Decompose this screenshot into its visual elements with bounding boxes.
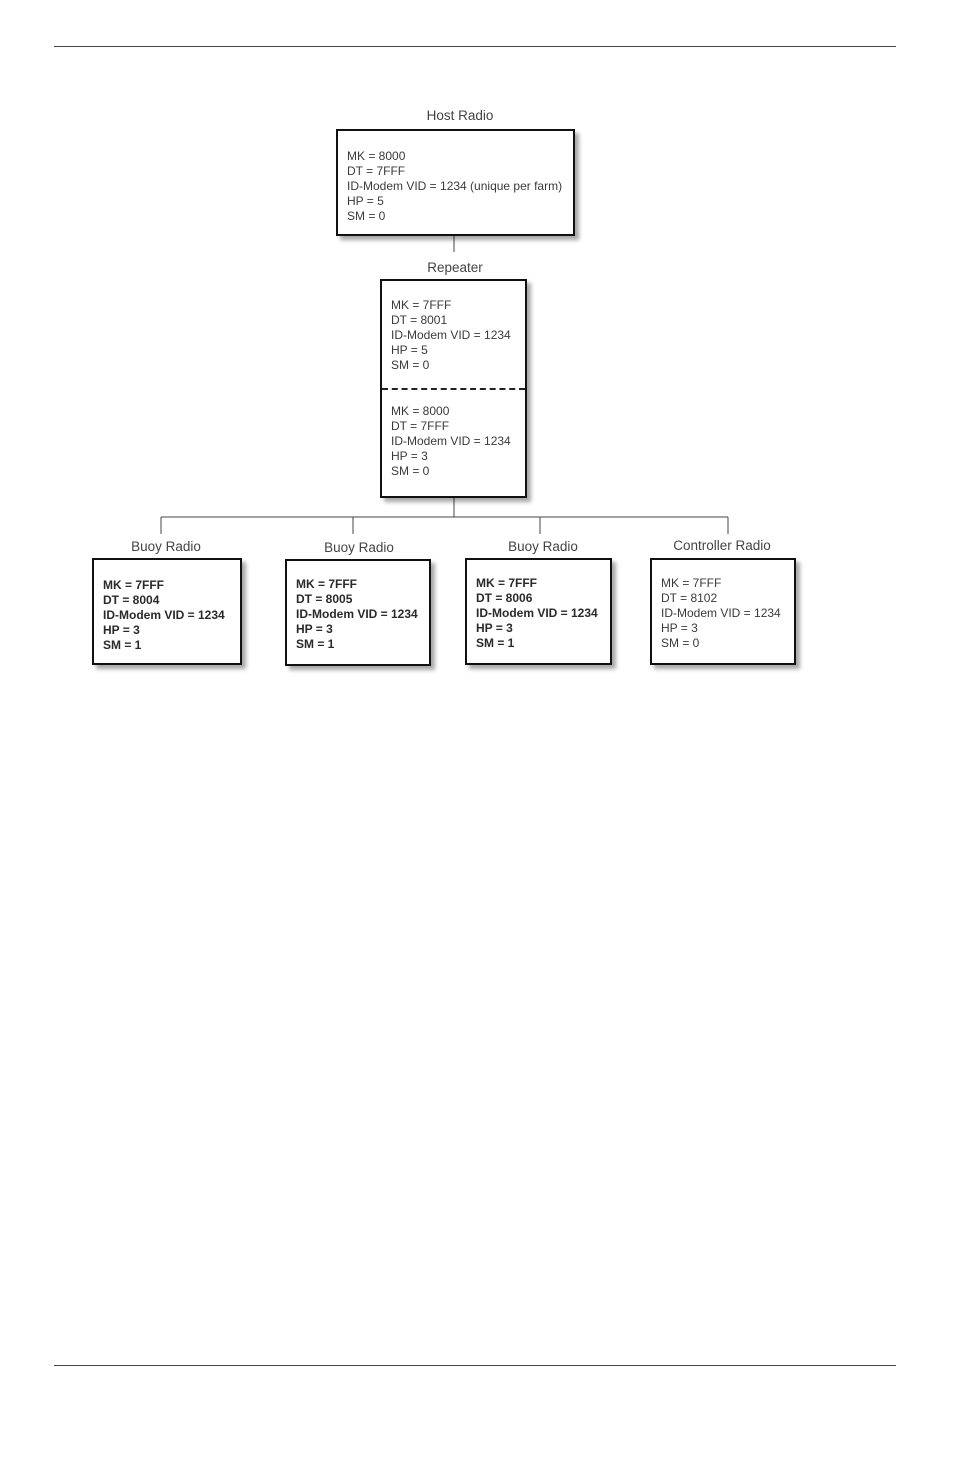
host-hp: HP = 5 [347, 194, 384, 208]
buoy2-box: MK = 7FFF DT = 8005 ID-Modem VID = 1234 … [285, 559, 431, 666]
repeater-upper-sm: SM = 0 [391, 358, 430, 372]
buoy3-vid: ID-Modem VID = 1234 [476, 606, 598, 620]
buoy1-vid: ID-Modem VID = 1234 [103, 608, 225, 622]
buoy2-label: Buoy Radio [324, 540, 394, 555]
buoy3-hp: HP = 3 [476, 621, 513, 635]
buoy2-sm: SM = 1 [296, 637, 335, 651]
repeater-lower-section: MK = 8000 DT = 7FFF ID-Modem VID = 1234 … [382, 390, 525, 479]
repeater-lower-mk: MK = 8000 [391, 404, 450, 418]
buoy1-mk: MK = 7FFF [103, 578, 165, 592]
host-dt: DT = 7FFF [347, 164, 406, 178]
repeater-upper-hp: HP = 5 [391, 343, 428, 357]
controller-label: Controller Radio [673, 538, 771, 553]
repeater-upper-dt: DT = 8001 [391, 313, 448, 327]
repeater-lower-dt: DT = 7FFF [391, 419, 450, 433]
controller-sm: SM = 0 [661, 636, 700, 650]
host-radio-box: MK = 8000 DT = 7FFF ID-Modem VID = 1234 … [336, 129, 575, 236]
repeater-box: MK = 7FFF DT = 8001 ID-Modem VID = 1234 … [380, 279, 527, 498]
buoy3-mk: MK = 7FFF [476, 576, 538, 590]
buoy2-hp: HP = 3 [296, 622, 333, 636]
buoy2-mk: MK = 7FFF [296, 577, 358, 591]
controller-box: MK = 7FFF DT = 8102 ID-Modem VID = 1234 … [650, 558, 796, 665]
controller-vid: ID-Modem VID = 1234 [661, 606, 781, 620]
buoy1-label: Buoy Radio [131, 539, 201, 554]
repeater-upper-section: MK = 7FFF DT = 8001 ID-Modem VID = 1234 … [382, 281, 525, 372]
buoy2-dt: DT = 8005 [296, 592, 353, 606]
controller-dt: DT = 8102 [661, 591, 718, 605]
buoy3-sm: SM = 1 [476, 636, 515, 650]
buoy3-dt: DT = 8006 [476, 591, 533, 605]
buoy1-dt: DT = 8004 [103, 593, 160, 607]
host-vid: ID-Modem VID = 1234 (unique per farm) [347, 179, 563, 193]
footer-rule [54, 1365, 896, 1366]
controller-mk: MK = 7FFF [661, 576, 722, 590]
buoy1-hp: HP = 3 [103, 623, 140, 637]
buoy3-label: Buoy Radio [508, 539, 578, 554]
controller-hp: HP = 3 [661, 621, 698, 635]
buoy1-sm: SM = 1 [103, 638, 142, 652]
repeater-lower-hp: HP = 3 [391, 449, 428, 463]
repeater-lower-sm: SM = 0 [391, 464, 430, 478]
host-sm: SM = 0 [347, 209, 386, 223]
host-mk: MK = 8000 [347, 149, 406, 163]
buoy2-vid: ID-Modem VID = 1234 [296, 607, 418, 621]
host-radio-label: Host Radio [426, 108, 494, 123]
repeater-upper-vid: ID-Modem VID = 1234 [391, 328, 511, 342]
repeater-upper-mk: MK = 7FFF [391, 298, 452, 312]
buoy3-box: MK = 7FFF DT = 8006 ID-Modem VID = 1234 … [465, 558, 612, 665]
buoy1-box: MK = 7FFF DT = 8004 ID-Modem VID = 1234 … [92, 558, 242, 665]
header-rule [54, 46, 896, 47]
repeater-label: Repeater [427, 260, 483, 275]
repeater-lower-vid: ID-Modem VID = 1234 [391, 434, 511, 448]
repeater-dashed-divider [382, 388, 525, 390]
